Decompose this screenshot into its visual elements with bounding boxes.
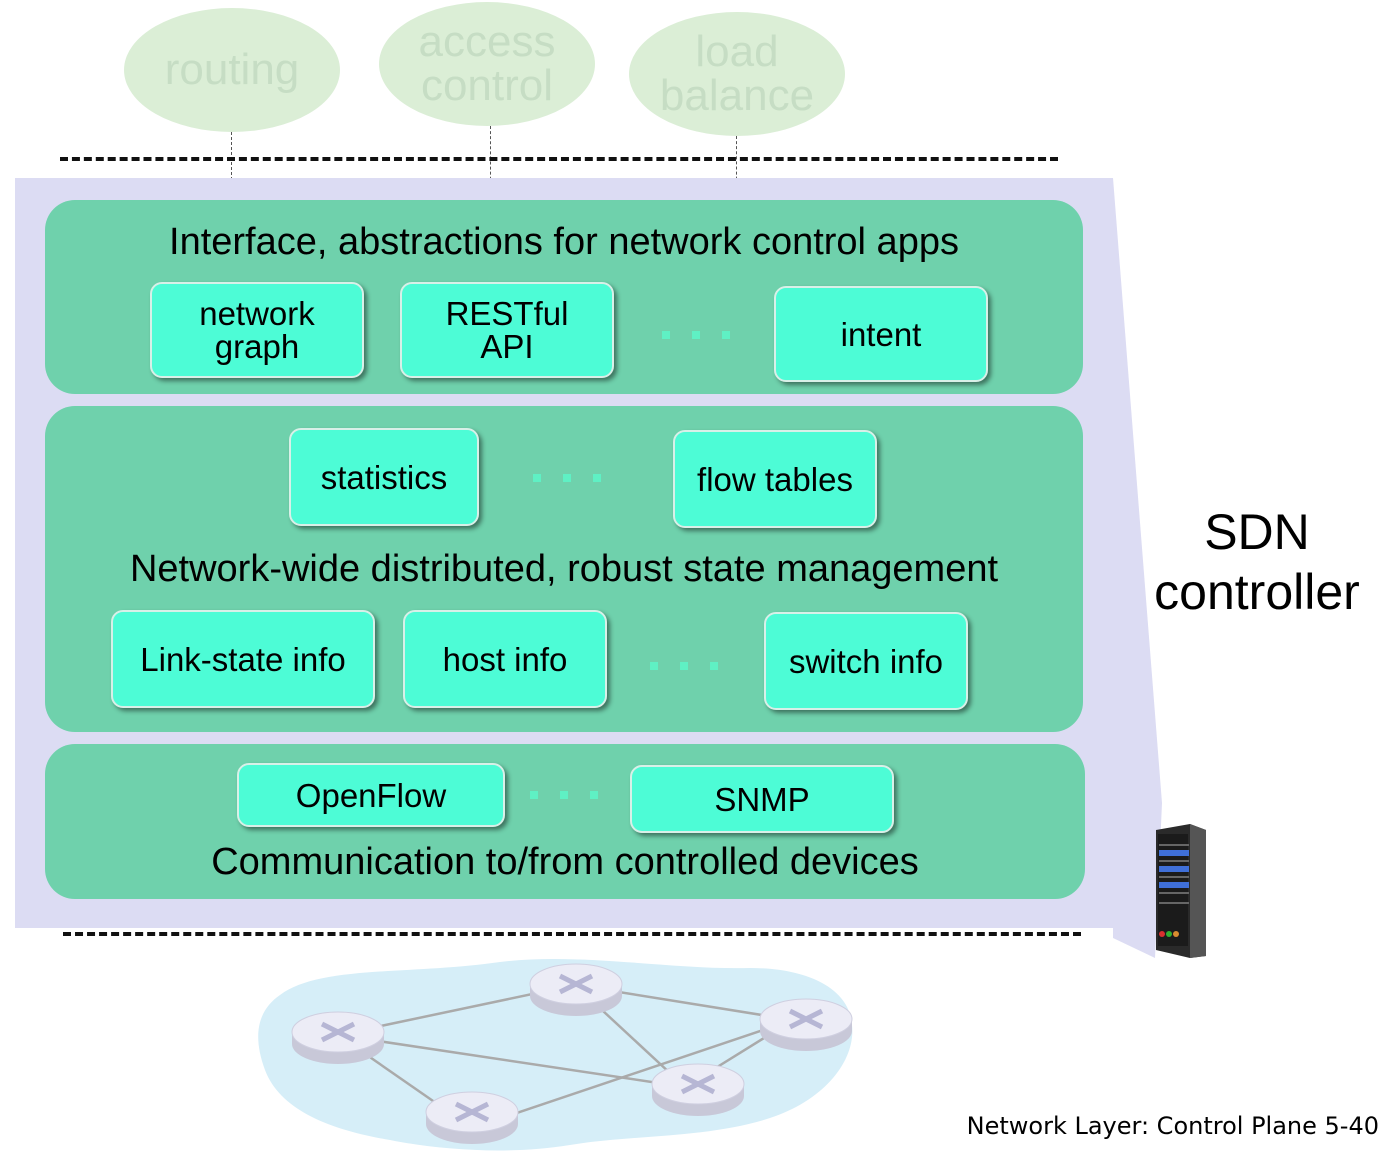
statistics-label: statistics: [320, 458, 448, 496]
sdn-controller-label: SDN controller: [1154, 504, 1360, 620]
app-connector-load-balance: [736, 136, 737, 200]
switch-info-label: switch info: [788, 642, 944, 680]
app-routing: routing: [124, 8, 340, 132]
openflow-box: OpenFlow: [237, 763, 505, 827]
app-routing-label: routing: [164, 45, 300, 94]
middle-lower-ellipsis: [650, 662, 718, 670]
app-access-control: access control: [379, 2, 595, 126]
router-icon: [425, 1091, 519, 1144]
middle-upper-ellipsis: [533, 474, 601, 482]
router-icon: [759, 998, 853, 1051]
snmp-label: SNMP: [714, 780, 810, 818]
slide-footer: Network Layer: Control Plane 5-40: [966, 1112, 1379, 1140]
flow-tables-label: flow tables: [697, 460, 853, 498]
app-load-balance: load balance: [629, 12, 845, 136]
host-info-label: host info: [442, 640, 568, 678]
statistics-box: statistics: [289, 428, 479, 526]
network-graph-box: network graph: [150, 282, 364, 378]
router-icon: [529, 963, 623, 1016]
switch-info-box: switch info: [764, 612, 968, 710]
restful-api-label: RESTful API: [445, 295, 569, 365]
link-state-info-box: Link-state info: [111, 610, 375, 708]
server-icon: [1156, 824, 1206, 958]
restful-api-box: RESTful API: [400, 282, 614, 378]
top-layer-ellipsis: [662, 331, 730, 339]
router-icon: [291, 1011, 385, 1064]
controller-zoom-wedge: [1113, 178, 1162, 958]
router-icon: [651, 1063, 745, 1116]
flow-tables-box: flow tables: [673, 430, 877, 528]
state-management-layer-title: Network-wide distributed, robust state m…: [129, 548, 999, 590]
app-connector-access-control: [490, 126, 491, 200]
host-info-box: host info: [403, 610, 607, 708]
intent-label: intent: [840, 315, 922, 353]
southbound-api-layer-title: Communication to/from controlled devices: [211, 841, 919, 883]
northbound-api-layer-title: Interface, abstractions for network cont…: [169, 221, 959, 263]
app-connector-routing: [231, 132, 232, 200]
snmp-box: SNMP: [630, 765, 894, 833]
intent-box: intent: [774, 286, 988, 382]
link-state-info-label: Link-state info: [140, 640, 346, 678]
openflow-label: OpenFlow: [295, 776, 447, 814]
southbound-api-layer: Communication to/from controlled devices: [45, 744, 1085, 899]
bottom-layer-ellipsis: [530, 791, 598, 799]
network-graph-label: network graph: [199, 295, 315, 365]
northbound-boundary: [60, 157, 1058, 161]
southbound-boundary: [63, 932, 1081, 936]
app-load-balance-label: load balance: [659, 27, 815, 120]
app-access-control-label: access control: [418, 17, 556, 110]
